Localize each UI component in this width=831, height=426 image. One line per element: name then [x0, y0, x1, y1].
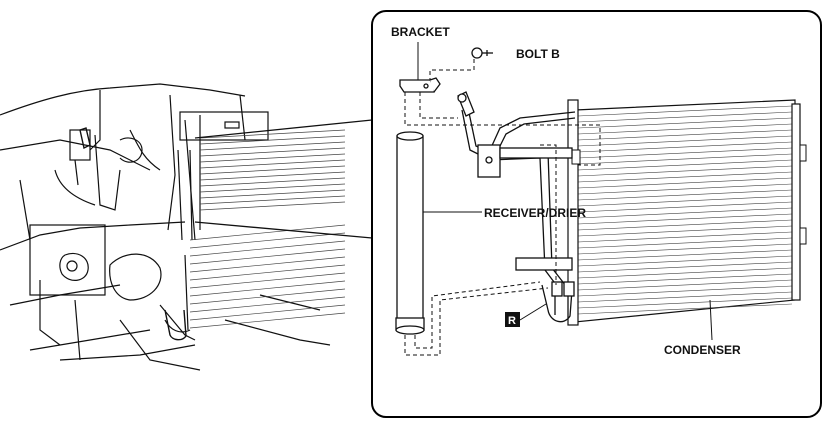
- bracket-part: [399, 77, 441, 93]
- condenser: [567, 99, 807, 326]
- receiver-drier-part: [395, 131, 425, 335]
- marker-r-badge: R: [505, 312, 520, 327]
- overview-pipe-clip: [79, 127, 187, 341]
- bolt-b-part: [471, 47, 493, 59]
- refrigerant-pipes: [457, 91, 576, 323]
- dashed-guides: [404, 52, 601, 356]
- callout-lines: [194, 119, 373, 239]
- bracket-label: BRACKET: [391, 25, 450, 39]
- receiver-drier-label: RECEIVER/DRIER: [484, 206, 586, 220]
- bolt-b-label: BOLT B: [516, 47, 560, 61]
- overview-condenser-upper: [199, 129, 346, 211]
- label-leaders: [417, 42, 713, 341]
- marker-r-text: R: [508, 315, 516, 327]
- overview-engine-bay: [0, 83, 331, 371]
- overview-condenser-lower: [189, 224, 346, 329]
- condenser-label: CONDENSER: [664, 343, 741, 357]
